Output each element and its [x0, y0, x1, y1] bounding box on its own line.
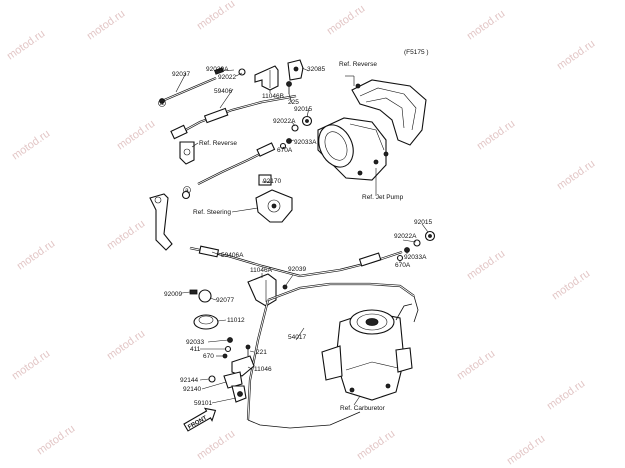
jet-pump-assembly	[317, 79, 427, 181]
bracket-11046B	[254, 65, 279, 91]
washer-92022A	[291, 124, 299, 132]
nut-92033A-mid	[404, 247, 410, 253]
watermark: motod.ru	[465, 248, 507, 283]
lever-92140	[223, 371, 243, 389]
label-32085: 32085	[307, 66, 325, 73]
watermark: motod.ru	[455, 348, 497, 383]
label-11046B: 11046B	[262, 93, 284, 100]
label-ref-carburetor: Ref. Carburetor	[340, 405, 386, 412]
watermark: motod.ru	[115, 118, 157, 153]
label-92033A-mid: 92033A	[404, 254, 427, 261]
watermark: motod.ru	[10, 128, 52, 163]
cover-11012	[193, 314, 219, 330]
label-92037: 92037	[172, 71, 190, 78]
label-411: 411	[190, 346, 201, 353]
label-92022A-top: 92022A	[273, 118, 296, 125]
carburetor-assembly	[321, 303, 413, 401]
label-ref-steering: Ref. Steering	[193, 209, 231, 216]
bracket-11046	[231, 355, 255, 377]
clip-92039	[282, 284, 288, 290]
watermark: motod.ru	[555, 158, 597, 193]
part-labels: 92037 92039A 92022 32085 59406 11046B 22…	[164, 61, 432, 412]
watermark: motod.ru	[465, 8, 507, 43]
pin-670A-mid	[396, 254, 404, 262]
watermark: motod.ru	[475, 118, 517, 153]
label-92015-mid: 92015	[414, 219, 432, 226]
watermark: motod.ru	[85, 8, 127, 43]
label-92077: 92077	[216, 297, 234, 304]
reverse-bucket	[351, 79, 427, 146]
watermark: motod.ru	[10, 348, 52, 383]
label-59406A: 59406A	[221, 252, 244, 259]
label-ref-reverse-top: Ref. Reverse	[339, 61, 377, 68]
bolt-92144	[208, 375, 216, 383]
label-59101: 59101	[194, 400, 212, 407]
label-54017: 54017	[288, 334, 306, 341]
pin-670A	[279, 142, 287, 150]
washer-411	[224, 345, 232, 353]
watermark: motod.ru	[195, 0, 237, 32]
svg-text:a: a	[160, 100, 164, 107]
label-92015-top: 92015	[294, 106, 312, 113]
label-92033A-top: 92033A	[294, 139, 317, 146]
watermark: motod.ru	[505, 433, 547, 468]
bolt-92039A	[214, 67, 224, 75]
watermark: motod.ru	[550, 268, 592, 303]
label-670A-top: 670A	[277, 147, 293, 154]
leader-lines	[175, 67, 429, 406]
bracket-11046A	[247, 273, 277, 307]
label-221: 221	[256, 349, 267, 356]
washer-92022A-mid	[413, 239, 421, 247]
diagram-code: (F5175 )	[404, 49, 429, 56]
watermark: motod.ru	[5, 28, 47, 63]
watermark: motod.ru	[105, 328, 147, 363]
watermark: motod.ru	[35, 423, 77, 458]
front-arrow: FRONT	[183, 407, 217, 432]
svg-text:a: a	[185, 187, 189, 194]
steering-arm	[149, 193, 173, 251]
label-ref-reverse-mid: Ref. Reverse	[199, 140, 237, 147]
watermark: motod.ru	[15, 238, 57, 273]
nut-92033	[227, 337, 233, 343]
lever-ref-reverse	[179, 141, 195, 165]
watermark: motod.ru	[195, 428, 237, 463]
pin-670	[222, 353, 228, 359]
label-92033: 92033	[186, 339, 204, 346]
watermark: motod.ru	[355, 428, 397, 463]
label-225: 225	[288, 99, 299, 106]
label-670: 670	[203, 353, 214, 360]
label-92039A: 92039A	[206, 66, 229, 73]
lower-left-parts: FRONT	[183, 337, 255, 432]
label-670A-mid: 670A	[395, 262, 411, 269]
cable-59406	[179, 94, 297, 134]
label-11046: 11046	[254, 366, 272, 373]
label-92022A-mid: 92022A	[394, 233, 417, 240]
label-11012: 11012	[227, 317, 245, 324]
label-92144: 92144	[180, 377, 198, 384]
label-92170: 92170	[263, 178, 281, 185]
knob-92077	[198, 289, 212, 303]
label-92140: 92140	[183, 386, 201, 393]
screw-92009	[189, 289, 198, 295]
watermark: motod.ru	[545, 378, 587, 413]
clip-92170	[258, 174, 272, 186]
watermark: motod.ru	[105, 218, 147, 253]
label-92022: 92022	[218, 74, 236, 81]
label-ref-jet-pump: Ref. Jet Pump	[362, 194, 404, 201]
throttle-cable-assembly	[189, 230, 436, 429]
label-92009: 92009	[164, 291, 182, 298]
watermark: motod.ru	[325, 3, 367, 38]
label-92039: 92039	[288, 266, 306, 273]
label-11046A: 11046A	[250, 267, 273, 274]
label-59406: 59406	[214, 88, 232, 95]
watermark: motod.ru	[555, 38, 597, 73]
steering-mount	[149, 174, 293, 251]
